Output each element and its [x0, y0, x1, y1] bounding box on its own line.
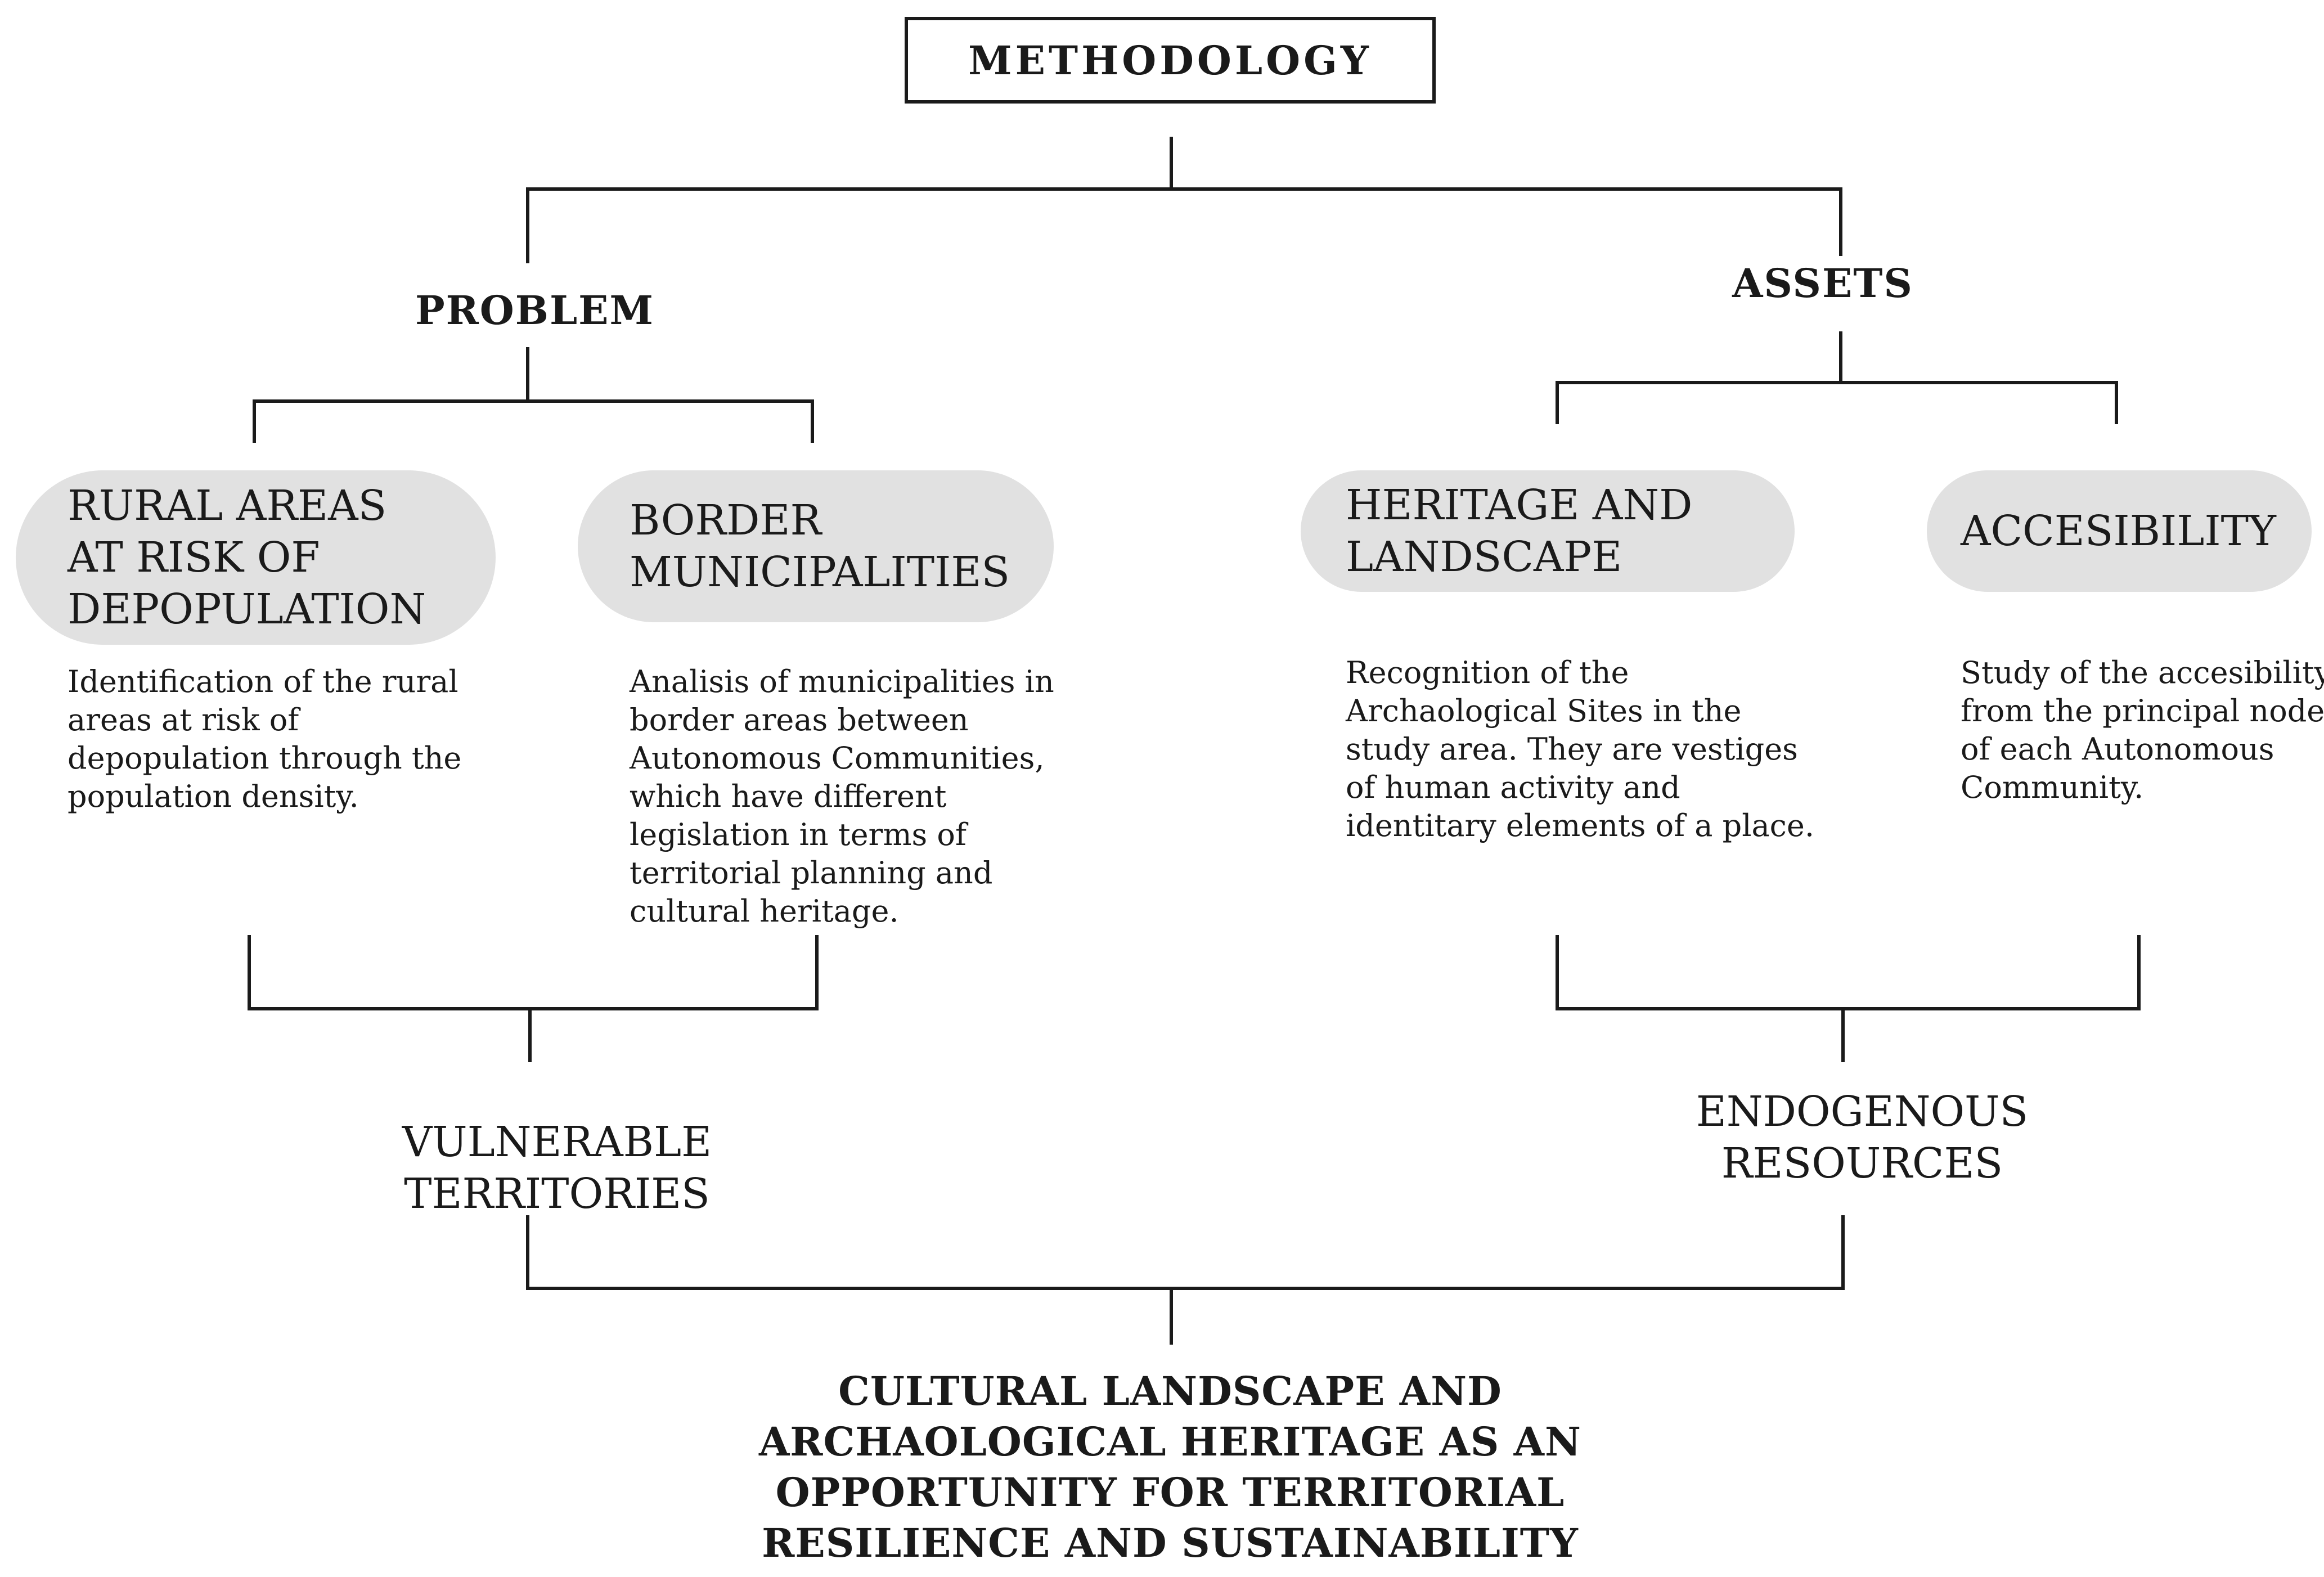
description-line: territorial planning and [630, 855, 993, 891]
conclusion-text: CULTURAL LANDSCAPE AND ARCHAOLOGICAL HER… [619, 1366, 1721, 1569]
description-line: Recognition of the [1346, 655, 1629, 690]
pill-border-municipalities-label: BORDER MUNICIPALITIES [630, 495, 1010, 598]
pill-heritage-landscape-label: HERITAGE AND LANDSCAPE [1346, 479, 1692, 583]
pill-border-municipalities-line: MUNICIPALITIES [630, 548, 1010, 596]
pill-rural-areas: RURAL AREAS AT RISK OF DEPOPULATION [16, 470, 496, 645]
description-border-municipalities: Analisis of municipalities in border are… [630, 663, 1054, 931]
methodology-title: METHODOLOGY [968, 37, 1372, 84]
description-line: from the principal nodes [1961, 693, 2324, 729]
pill-rural-areas-line: DEPOPULATION [68, 585, 426, 634]
result-line: VULNERABLE [402, 1118, 712, 1166]
assets-heading: ASSETS [1732, 260, 1913, 307]
description-line: population density. [68, 779, 359, 814]
result-line: RESOURCES [1721, 1139, 2003, 1188]
description-line: Community. [1961, 770, 2144, 805]
conclusion-line: OPPORTUNITY FOR TERRITORIAL [775, 1469, 1565, 1516]
conclusion-line: RESILIENCE AND SUSTAINABILITY [762, 1520, 1579, 1566]
result-line: TERRITORIES [404, 1170, 710, 1218]
problem-heading: PROBLEM [415, 287, 655, 334]
result-line: ENDOGENOUS [1696, 1088, 2029, 1136]
pill-heritage-landscape: HERITAGE AND LANDSCAPE [1301, 470, 1795, 592]
pill-border-municipalities-line: BORDER [630, 496, 822, 545]
description-line: of human activity and [1346, 770, 1680, 805]
description-line: Archaological Sites in the [1346, 693, 1742, 729]
description-line: Analisis of municipalities in [630, 664, 1054, 699]
description-line: identitary elements of a place. [1346, 808, 1815, 843]
description-line: Identification of the rural [68, 664, 458, 699]
pill-rural-areas-line: AT RISK OF [68, 533, 320, 582]
description-heritage-landscape: Recognition of the Archaological Sites i… [1346, 654, 1814, 845]
pill-rural-areas-label: RURAL AREAS AT RISK OF DEPOPULATION [68, 480, 426, 635]
description-line: Autonomous Communities, [630, 740, 1045, 776]
description-line: areas at risk of [68, 702, 299, 738]
pill-border-municipalities: BORDER MUNICIPALITIES [578, 470, 1054, 622]
pill-heritage-landscape-line: LANDSCAPE [1346, 533, 1622, 581]
description-line: study area. They are vestiges [1346, 731, 1798, 767]
pill-heritage-landscape-line: HERITAGE AND [1346, 481, 1693, 529]
description-line: cultural heritage. [630, 893, 899, 929]
conclusion-line: ARCHAOLOGICAL HERITAGE AS AN [759, 1418, 1581, 1465]
pill-accesibility-line: ACCESIBILITY [1961, 507, 2276, 555]
description-line: Study of the accesibility [1961, 655, 2324, 690]
description-accesibility: Study of the accesibility from the princ… [1961, 654, 2324, 807]
description-line: of each Autonomous [1961, 731, 2274, 767]
description-rural-areas: Identification of the rural areas at ris… [68, 663, 461, 816]
description-line: border areas between [630, 702, 969, 738]
description-line: depopulation through the [68, 740, 462, 776]
description-line: legislation in terms of [630, 817, 967, 852]
pill-rural-areas-line: RURAL AREAS [68, 482, 387, 530]
pill-accesibility-label: ACCESIBILITY [1961, 505, 2276, 557]
methodology-box: METHODOLOGY [905, 17, 1436, 104]
result-endogenous-resources: ENDOGENOUS RESOURCES [1660, 1086, 2065, 1189]
result-vulnerable-territories: VULNERABLE TERRITORIES [354, 1116, 759, 1220]
pill-accesibility: ACCESIBILITY [1927, 470, 2312, 592]
conclusion-line: CULTURAL LANDSCAPE AND [838, 1368, 1502, 1414]
description-line: which have different [630, 779, 947, 814]
